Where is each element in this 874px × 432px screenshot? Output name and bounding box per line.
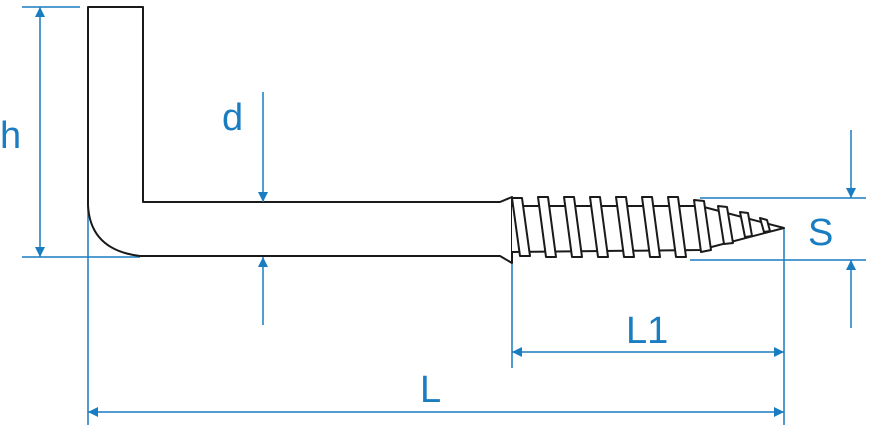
label-s: S bbox=[808, 212, 833, 254]
label-h: h bbox=[0, 115, 21, 157]
dimension-labels: h d S L1 L bbox=[0, 97, 833, 411]
thread-crests bbox=[511, 196, 771, 258]
dimension-lines bbox=[35, 6, 856, 417]
screw-hook bbox=[87, 6, 785, 264]
hook-shank bbox=[87, 6, 513, 264]
label-l1: L1 bbox=[626, 310, 668, 352]
label-l: L bbox=[420, 369, 441, 411]
label-d: d bbox=[222, 97, 243, 139]
